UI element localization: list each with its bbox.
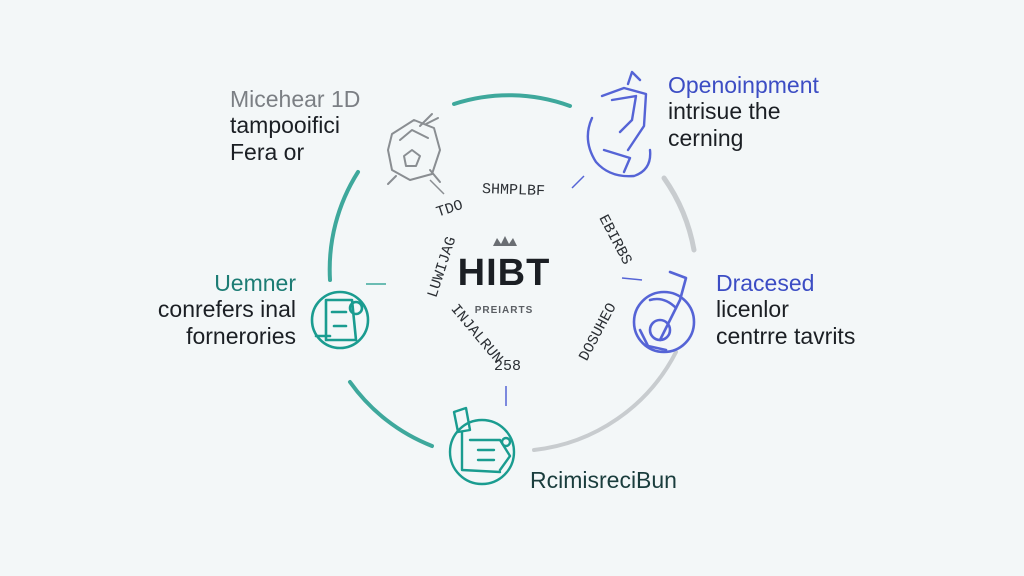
- node-line: cerning: [668, 124, 744, 151]
- inner-ring-text-right-bottom: DOSUHEO: [576, 300, 621, 364]
- node-line: Fera or: [230, 138, 305, 165]
- outer-ring-segment-left-top: [327, 170, 360, 282]
- node-label-top-right: Openoinpment intrisue the cerning: [668, 72, 819, 151]
- crown-icon: [493, 236, 517, 246]
- node-line: conrefers inal: [157, 296, 296, 323]
- outer-ring-segment-top: [452, 93, 572, 108]
- inner-ring-text-top-left: TDO: [434, 197, 465, 222]
- node-heading: Openoinpment: [668, 72, 819, 98]
- node-label-top-left: Micehear 1D tampooifici Fera or: [230, 86, 360, 165]
- node-heading: Uemner: [214, 270, 296, 296]
- outer-ring-segment-right: [661, 175, 697, 253]
- node-label-mid-left: Uemner conrefers inal fornerories: [124, 270, 296, 349]
- center-subtitle: PREIARTS: [474, 305, 534, 316]
- node-label-mid-right: Dracesed licenlor centrre tavrits: [716, 270, 855, 349]
- device-gear-icon: [310, 290, 370, 350]
- compass-tool-icon: [632, 270, 696, 354]
- inner-ring-text-bottom: 258: [494, 358, 521, 375]
- outer-ring-segment-lower-right: [532, 350, 678, 452]
- connector-tick-mid-right: [621, 277, 643, 281]
- piping-machine-icon: [448, 406, 516, 486]
- ceremony-lantern-icon: [586, 70, 652, 178]
- inner-ring-text-top: SHMPLBF: [482, 181, 546, 200]
- node-heading: Micehear 1D: [230, 86, 361, 112]
- node-label-bottom: RcimisreciBun: [530, 467, 677, 493]
- node-line: fornerories: [186, 322, 296, 349]
- node-line: tampooifici: [230, 112, 340, 139]
- node-heading: Dracesed: [716, 270, 815, 296]
- outer-ring-segment-left-bottom: [348, 380, 434, 448]
- inner-ring-text-right-top: EBIRBS: [595, 212, 635, 268]
- node-line: intrisue the: [668, 98, 781, 125]
- node-line: licenlor: [716, 296, 789, 323]
- sketch-portrait-icon: [387, 113, 441, 185]
- connector-tick-top-left: [429, 179, 445, 195]
- connector-tick-top-right: [571, 175, 585, 189]
- center-title: HIBT: [457, 252, 551, 294]
- node-line: centrre tavrits: [716, 322, 856, 349]
